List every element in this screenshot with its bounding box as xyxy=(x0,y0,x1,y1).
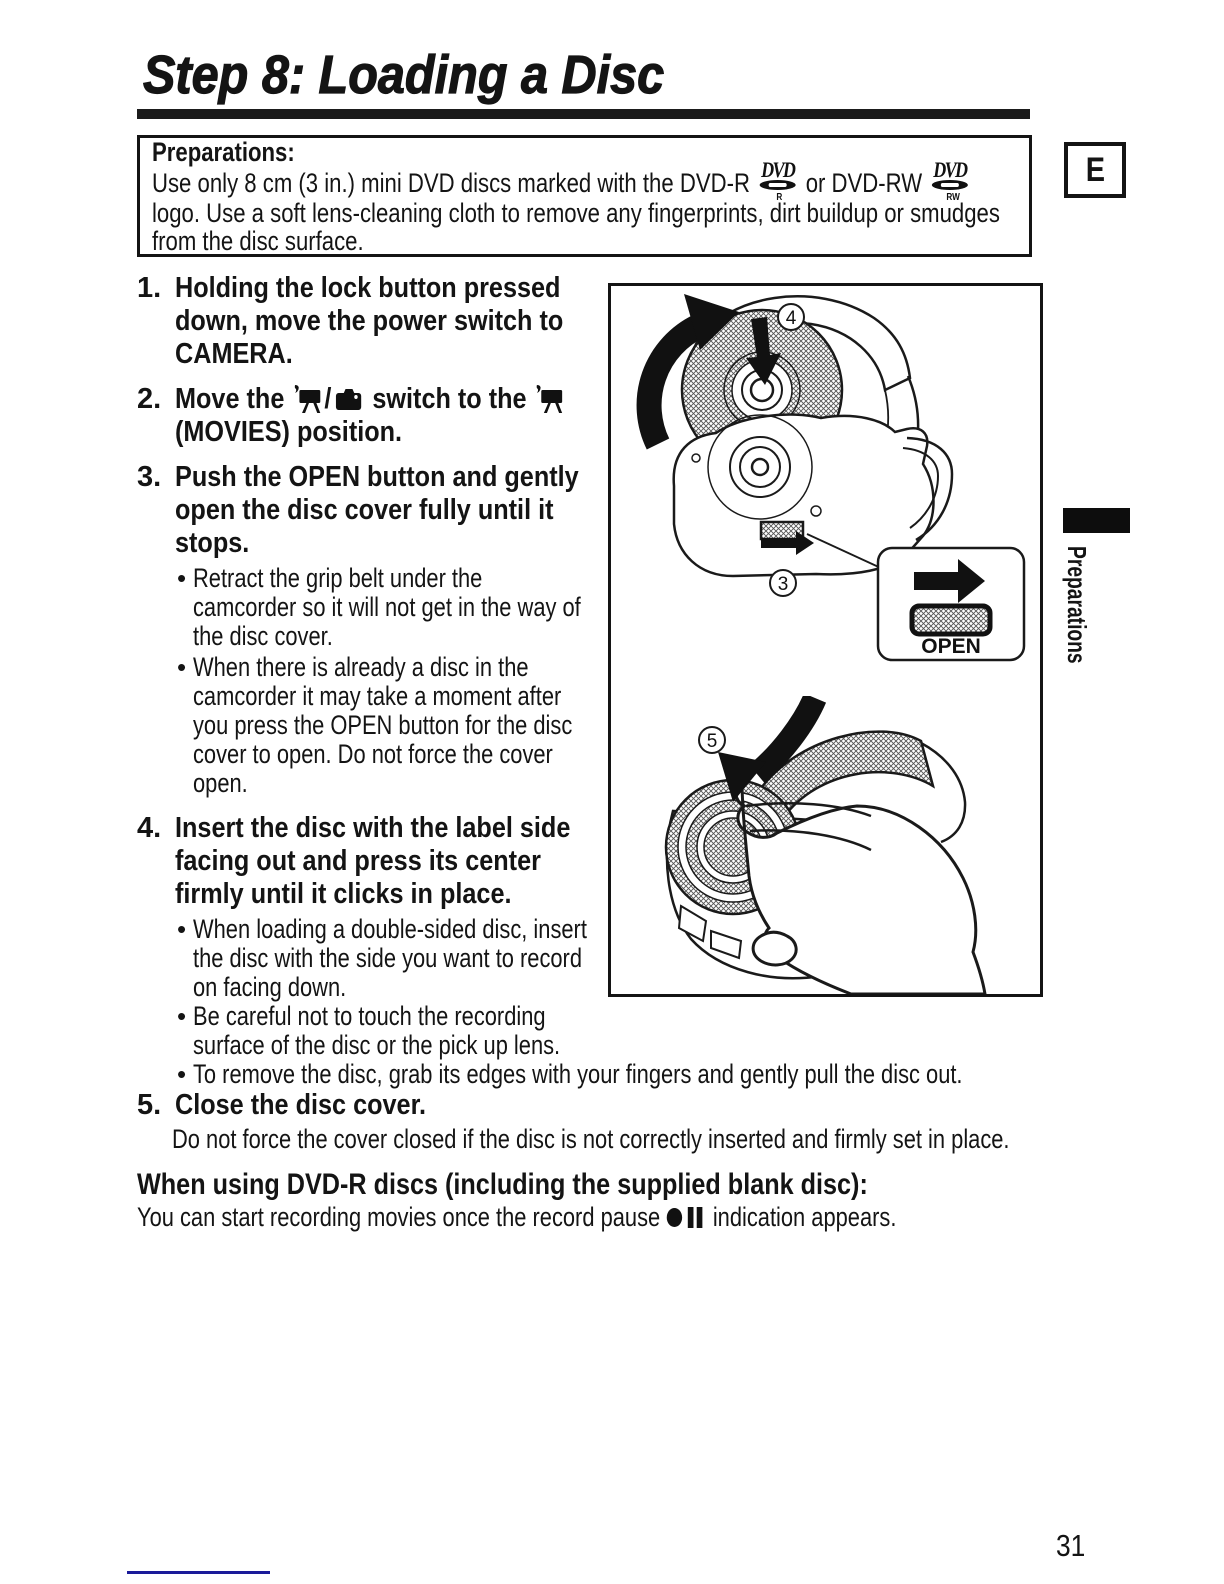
step-4-bullets: • When loading a double-sided disc, inse… xyxy=(177,915,1117,1089)
step-3: 3. Push the OPEN button and gently open … xyxy=(137,461,579,559)
step-1: 1. Holding the lock button pressed down,… xyxy=(137,272,564,370)
open-label: OPEN xyxy=(921,635,981,658)
bullet-item: • When loading a double-sided disc, inse… xyxy=(177,914,587,1002)
preparations-box: Preparations: Use only 8 cm (3 in.) mini… xyxy=(137,135,1032,257)
illustration-load-disc: 4 3 OPEN xyxy=(636,294,1026,662)
movie-camera-icon xyxy=(294,385,321,413)
dvdr-body: You can start recording movies once the … xyxy=(137,1201,897,1232)
svg-text:DVD: DVD xyxy=(760,158,796,182)
movie-camera-icon xyxy=(536,385,563,413)
bullet-item: • Be careful not to touch the recording … xyxy=(177,1001,561,1060)
illustration-press-disc: 5 xyxy=(664,696,987,994)
preparations-line1: Use only 8 cm (3 in.) mini DVD discs mar… xyxy=(152,158,970,201)
bullet-item: • Retract the grip belt under the camcor… xyxy=(177,563,581,651)
prep-text-3: logo. Use a soft lens-cleaning cloth to … xyxy=(152,198,1000,256)
record-dot-icon xyxy=(666,1207,683,1227)
step-5: 5. Close the disc cover. xyxy=(137,1089,427,1121)
bullet-item: • When there is already a disc in the ca… xyxy=(177,652,573,798)
svg-text:5: 5 xyxy=(707,731,718,752)
still-camera-icon xyxy=(335,389,362,410)
edition-letter: E xyxy=(1085,150,1105,189)
step-4: 4. Insert the disc with the label side f… xyxy=(137,812,571,910)
dvd-rw-logo-icon: DVD RW xyxy=(931,158,970,201)
prep-text-2: or DVD-RW xyxy=(805,167,923,198)
step-3-bullets: • Retract the grip belt under the camcor… xyxy=(177,564,1117,798)
bullet-item: • To remove the disc, grab its edges wit… xyxy=(177,1059,963,1089)
instruction-steps: 1. Holding the lock button pressed down,… xyxy=(137,272,1117,1233)
section-marker-bar xyxy=(1063,508,1130,533)
title-underline xyxy=(137,109,1030,119)
svg-text:R: R xyxy=(776,191,782,201)
bottom-blue-line xyxy=(127,1571,270,1574)
page-number: 31 xyxy=(1056,1528,1086,1563)
svg-text:DVD: DVD xyxy=(933,158,969,182)
edition-marker-box: E xyxy=(1064,142,1126,198)
svg-text:4: 4 xyxy=(786,308,797,329)
page-title: Step 8: Loading a Disc xyxy=(142,44,665,105)
sidebar-section-label: Preparations xyxy=(1062,546,1092,664)
pause-bars-icon xyxy=(687,1206,706,1228)
step-2: 2. Move the / switch to the (MOVIES) pos… xyxy=(137,383,1117,449)
preparations-heading: Preparations: xyxy=(152,137,295,167)
svg-text:3: 3 xyxy=(778,574,789,595)
dvd-r-logo-icon: DVD R xyxy=(759,158,798,201)
svg-text:RW: RW xyxy=(947,191,961,201)
step-5-note: Do not force the cover closed if the dis… xyxy=(172,1124,1010,1154)
illustration-box: 4 3 OPEN xyxy=(608,283,1043,997)
dvdr-heading: When using DVD-R discs (including the su… xyxy=(137,1168,868,1201)
prep-text-1: Use only 8 cm (3 in.) mini DVD discs mar… xyxy=(152,167,750,198)
